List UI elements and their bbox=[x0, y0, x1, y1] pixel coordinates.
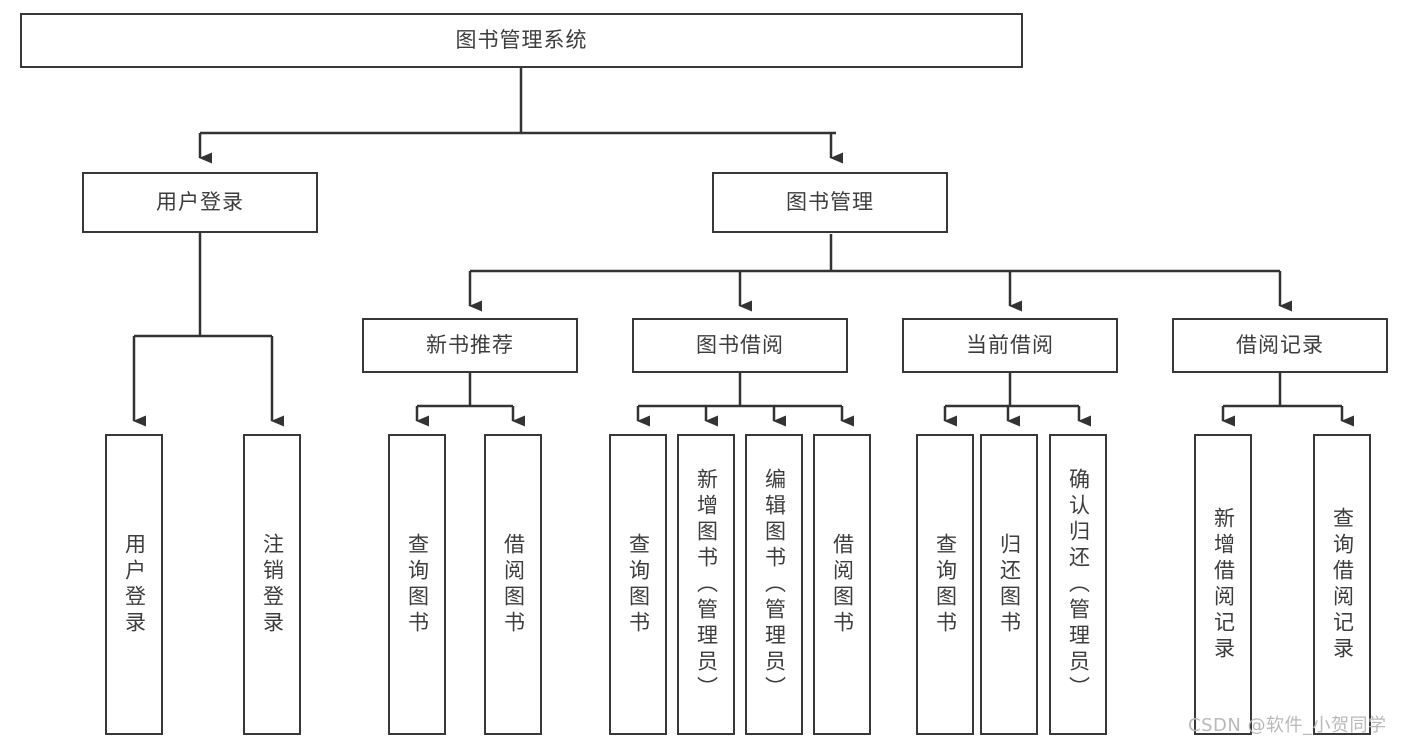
node-label: 新增图书（管理员） bbox=[694, 467, 719, 702]
node-label: 用户登录 bbox=[156, 190, 244, 215]
node-label: 新增借阅记录 bbox=[1211, 506, 1236, 663]
leaf-add-record[interactable]: 新增借阅记录 bbox=[1194, 434, 1252, 735]
node-label: 确认归还（管理员） bbox=[1066, 467, 1091, 702]
leaf-query-record[interactable]: 查询借阅记录 bbox=[1313, 434, 1371, 735]
leaf-confirm-return[interactable]: 确认归还（管理员） bbox=[1049, 434, 1107, 735]
node-book-manage[interactable]: 图书管理 bbox=[712, 172, 948, 233]
node-label: 借阅图书 bbox=[501, 532, 526, 637]
node-label: 借阅记录 bbox=[1236, 333, 1324, 358]
leaf-query-book-3[interactable]: 查询图书 bbox=[916, 434, 974, 735]
node-label: 图书借阅 bbox=[696, 333, 784, 358]
node-root[interactable]: 图书管理系统 bbox=[20, 13, 1023, 68]
node-current-borrow[interactable]: 当前借阅 bbox=[902, 318, 1118, 373]
node-label: 图书管理 bbox=[786, 190, 874, 215]
leaf-edit-book[interactable]: 编辑图书（管理员） bbox=[745, 434, 803, 735]
leaf-add-book[interactable]: 新增图书（管理员） bbox=[677, 434, 735, 735]
node-book-borrow[interactable]: 图书借阅 bbox=[632, 318, 848, 373]
node-label: 当前借阅 bbox=[966, 333, 1054, 358]
leaf-user-login[interactable]: 用户登录 bbox=[105, 434, 163, 735]
node-label: 借阅图书 bbox=[830, 532, 855, 637]
node-label: 查询图书 bbox=[405, 532, 430, 637]
node-label: 图书管理系统 bbox=[455, 28, 588, 53]
node-label: 用户登录 bbox=[122, 532, 147, 637]
leaf-user-logout[interactable]: 注销登录 bbox=[243, 434, 301, 735]
node-label: 新书推荐 bbox=[426, 333, 514, 358]
leaf-borrow-book-2[interactable]: 借阅图书 bbox=[813, 434, 871, 735]
node-label: 编辑图书（管理员） bbox=[762, 467, 787, 702]
node-borrow-record[interactable]: 借阅记录 bbox=[1172, 318, 1388, 373]
leaf-query-book-1[interactable]: 查询图书 bbox=[388, 434, 446, 735]
node-label: 查询借阅记录 bbox=[1330, 506, 1355, 663]
leaf-borrow-book-1[interactable]: 借阅图书 bbox=[484, 434, 542, 735]
node-label: 注销登录 bbox=[260, 532, 285, 637]
watermark-text: CSDN @软件_小贺同学 bbox=[1188, 715, 1387, 736]
leaf-return-book[interactable]: 归还图书 bbox=[980, 434, 1038, 735]
node-label: 查询图书 bbox=[626, 532, 651, 637]
leaf-query-book-2[interactable]: 查询图书 bbox=[609, 434, 667, 735]
node-user-login[interactable]: 用户登录 bbox=[82, 172, 318, 233]
node-label: 归还图书 bbox=[997, 532, 1022, 637]
node-label: 查询图书 bbox=[933, 532, 958, 637]
node-new-book-rec[interactable]: 新书推荐 bbox=[362, 318, 578, 373]
